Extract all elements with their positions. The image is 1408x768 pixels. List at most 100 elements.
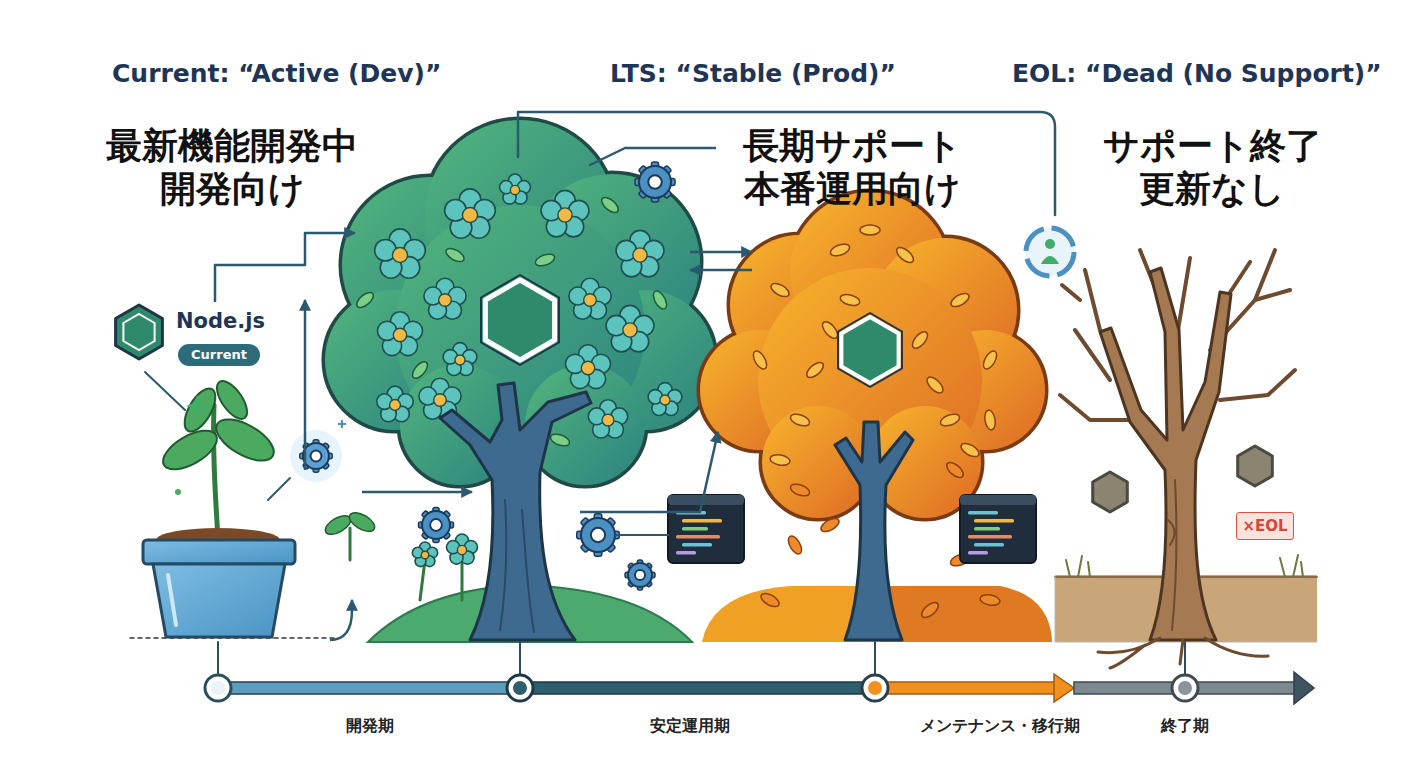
flower-center xyxy=(584,294,597,307)
sync-ring xyxy=(1026,228,1074,276)
code-titlebar xyxy=(960,495,1036,505)
leaf xyxy=(751,349,770,371)
leaf xyxy=(789,412,811,428)
code-line xyxy=(682,527,708,531)
sapling-leaf xyxy=(211,376,253,424)
leaf xyxy=(839,293,861,308)
flower-center xyxy=(434,394,447,407)
stage-heading: EOL: “Dead (No Support)” xyxy=(1012,58,1382,89)
bark-line xyxy=(500,500,534,632)
hexagon-outline xyxy=(481,275,559,365)
gear-hole xyxy=(591,528,605,542)
sync-person-head xyxy=(1045,239,1055,249)
flower xyxy=(445,189,496,238)
flower xyxy=(424,278,466,319)
leaf xyxy=(786,534,805,556)
timeline xyxy=(205,600,1314,704)
flower xyxy=(648,383,682,416)
faded-hexagon xyxy=(1238,446,1273,486)
bark-line xyxy=(1168,480,1176,630)
leader-line xyxy=(145,372,185,410)
code-line xyxy=(968,535,1012,539)
timeline-label: 終了期 xyxy=(1161,716,1209,736)
badge-title: Node.js xyxy=(176,310,265,333)
timeline-tick xyxy=(217,642,219,676)
code-line xyxy=(676,535,720,539)
flower xyxy=(541,190,589,237)
leaf xyxy=(759,591,781,610)
nodejs-hexagon xyxy=(110,300,168,364)
flower-center xyxy=(457,545,466,554)
timeline-head xyxy=(1054,674,1074,702)
code-window xyxy=(668,495,744,563)
leader-line xyxy=(268,478,290,500)
code-line xyxy=(968,511,998,515)
code-line xyxy=(968,551,988,555)
canopy-outline-part xyxy=(325,290,465,430)
pot-shine xyxy=(168,575,176,625)
flower-center xyxy=(660,395,670,405)
canopy-outline-part xyxy=(395,205,645,455)
canopy-fill-part xyxy=(325,290,465,430)
flower xyxy=(588,400,627,438)
flower-center xyxy=(510,185,519,194)
flow-arrow xyxy=(304,300,307,470)
flower-center xyxy=(392,247,407,262)
code-window xyxy=(960,495,1036,563)
flower-center xyxy=(462,207,477,222)
code-panel xyxy=(668,495,744,563)
illustration-arrows xyxy=(215,112,1055,640)
leaf xyxy=(944,460,966,481)
leaf xyxy=(769,281,791,300)
gear-body xyxy=(628,563,652,587)
code-line xyxy=(676,551,696,555)
stage-heading: Current: “Active (Dev)” xyxy=(112,58,441,89)
flower-center xyxy=(602,414,614,426)
leaf xyxy=(769,453,790,466)
gear-body xyxy=(639,166,671,198)
stage-description: 最新機能開発中 開発向け xyxy=(106,124,358,210)
flower-center xyxy=(558,208,572,222)
flower-center xyxy=(439,294,452,307)
flower-center xyxy=(393,328,406,341)
code-titlebar xyxy=(668,495,744,505)
leaf xyxy=(959,441,981,460)
code-panel xyxy=(960,495,1036,563)
root xyxy=(1098,638,1268,668)
flower xyxy=(500,174,531,204)
hexagon-inner xyxy=(123,314,154,350)
leaf xyxy=(410,359,431,381)
timeline-marker-core xyxy=(1178,681,1192,695)
flower xyxy=(377,312,422,356)
nodejs-badge: Node.jsCurrent xyxy=(108,294,278,376)
leaf xyxy=(549,432,571,448)
gear-body xyxy=(422,511,450,539)
bracket-line xyxy=(518,112,1055,215)
timeline-marker-core xyxy=(513,681,527,695)
code-line xyxy=(974,519,1014,523)
flower-center xyxy=(390,400,401,411)
flow-arrow xyxy=(362,491,472,494)
dot xyxy=(175,489,181,495)
timeline-bar-end xyxy=(1074,682,1296,694)
timeline-marker xyxy=(1172,675,1198,701)
dead-tree xyxy=(1060,250,1295,668)
flow-arrow xyxy=(690,269,752,272)
leaf xyxy=(829,242,851,258)
leaf xyxy=(651,289,670,311)
leader-line xyxy=(590,148,712,165)
timeline-bar-stable xyxy=(520,682,876,694)
canopy-fill-part xyxy=(575,290,715,430)
sprout-leaf xyxy=(346,509,377,535)
code-line xyxy=(974,527,1000,531)
stage-description: 長期サポート 本番運用向け xyxy=(743,124,962,210)
hexagon-logo xyxy=(485,280,554,360)
tree-trunk xyxy=(440,383,591,640)
pot-rim xyxy=(143,540,295,564)
pill-text: Current xyxy=(191,348,247,362)
timeline-tick xyxy=(1184,642,1186,676)
flower xyxy=(565,345,610,389)
